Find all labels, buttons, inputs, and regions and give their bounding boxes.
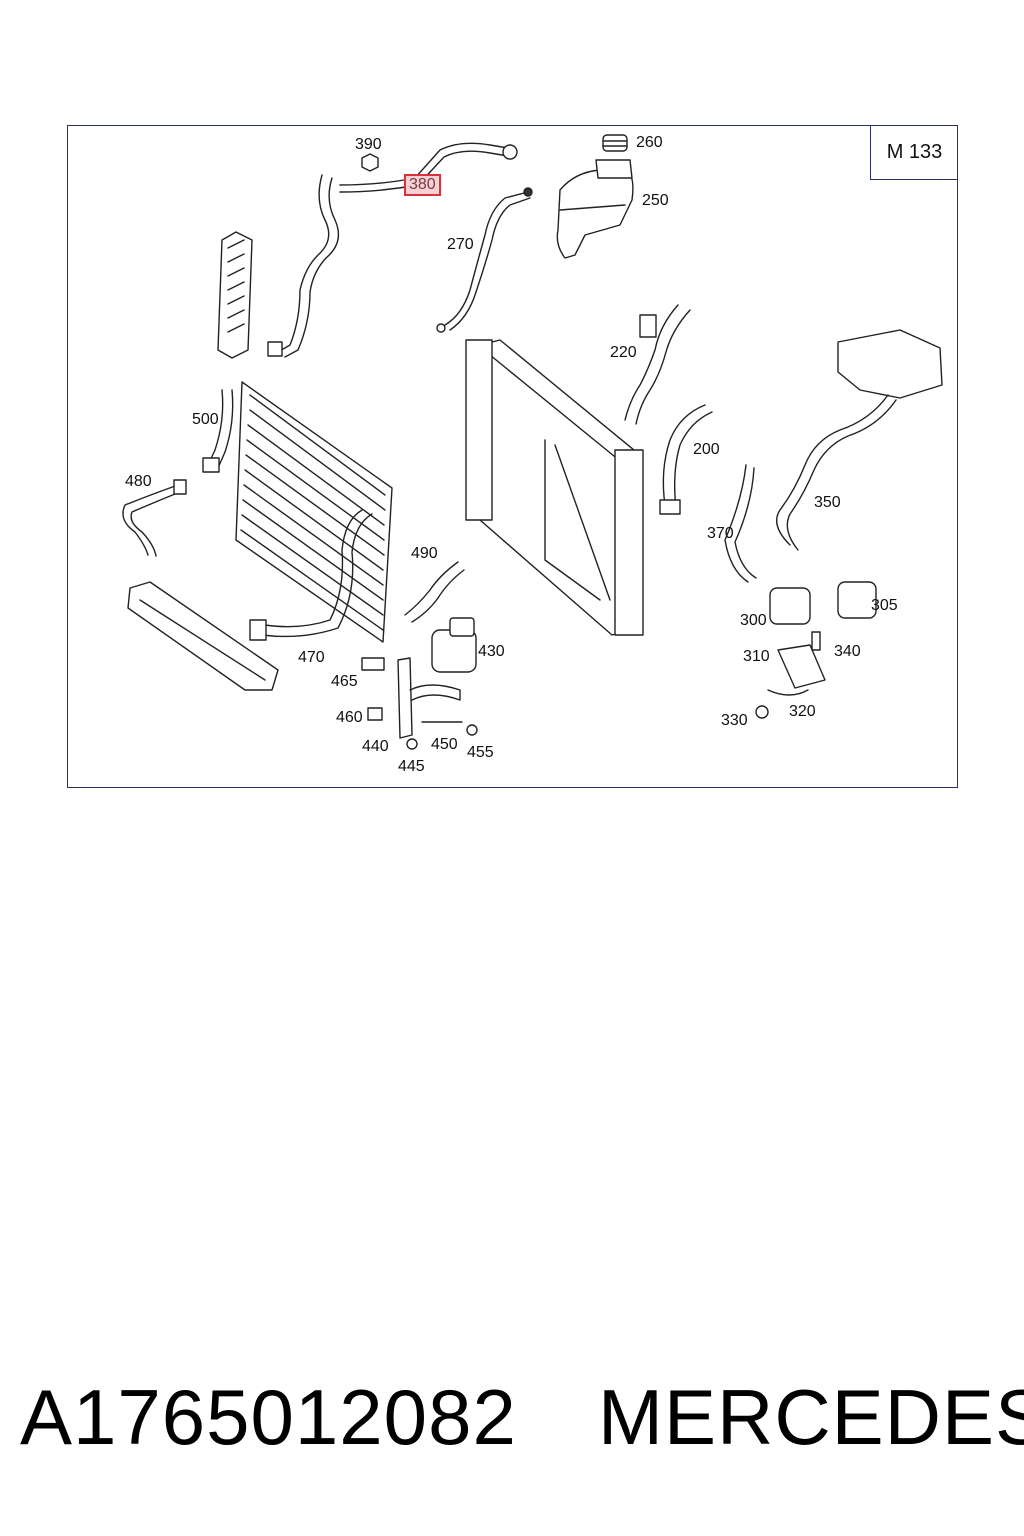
callout-455: 455 bbox=[467, 744, 494, 761]
callout-310: 310 bbox=[743, 648, 770, 665]
callout-350: 350 bbox=[814, 494, 841, 511]
callout-470: 470 bbox=[298, 649, 325, 666]
callout-380-highlighted[interactable]: 380 bbox=[404, 174, 441, 196]
pump-300 bbox=[769, 587, 811, 625]
callout-430: 430 bbox=[478, 643, 505, 660]
callout-490: 490 bbox=[411, 545, 438, 562]
hose-470 bbox=[249, 509, 373, 641]
callout-450: 450 bbox=[431, 736, 458, 753]
hose-200 bbox=[659, 404, 713, 515]
hose-350 bbox=[776, 394, 897, 551]
callout-370: 370 bbox=[707, 525, 734, 542]
parts-illustration bbox=[122, 134, 943, 750]
small-fasteners bbox=[361, 657, 478, 750]
hose-490 bbox=[404, 561, 465, 623]
hose-480 bbox=[122, 479, 187, 557]
callout-330: 330 bbox=[721, 712, 748, 729]
radiator bbox=[465, 339, 644, 636]
callout-340: 340 bbox=[834, 643, 861, 660]
clip-390 bbox=[361, 153, 379, 172]
cap-260 bbox=[602, 134, 628, 152]
callout-500: 500 bbox=[192, 411, 219, 428]
expansion-tank-250 bbox=[556, 159, 634, 259]
hose-220 bbox=[624, 304, 691, 425]
pump-305 bbox=[837, 581, 877, 619]
model-label: M 133 bbox=[870, 125, 958, 180]
condenser bbox=[235, 381, 393, 643]
callout-200: 200 bbox=[693, 441, 720, 458]
callout-460: 460 bbox=[336, 709, 363, 726]
callout-445: 445 bbox=[398, 758, 425, 775]
bracket-440 bbox=[397, 657, 461, 739]
callout-440: 440 bbox=[362, 738, 389, 755]
brand-name: MERCEDES bbox=[598, 1373, 1024, 1461]
callout-320: 320 bbox=[789, 703, 816, 720]
hose-380 bbox=[267, 142, 518, 358]
callout-220: 220 bbox=[610, 344, 637, 361]
hose-500 bbox=[202, 389, 234, 473]
callout-465: 465 bbox=[331, 673, 358, 690]
caption: A1765012082 MERCEDES bbox=[20, 1372, 1024, 1462]
part-number: A1765012082 bbox=[20, 1373, 517, 1461]
callout-305: 305 bbox=[871, 597, 898, 614]
callout-270: 270 bbox=[447, 236, 474, 253]
thermostat-housing bbox=[837, 329, 943, 399]
bracket-310 bbox=[755, 631, 826, 719]
vent-line-270 bbox=[436, 187, 533, 333]
diagram-frame bbox=[67, 125, 958, 788]
callout-390: 390 bbox=[355, 136, 382, 153]
callout-260: 260 bbox=[636, 134, 663, 151]
pump-430 bbox=[431, 617, 477, 673]
hose-370 bbox=[724, 464, 757, 583]
charge-air-cooler bbox=[127, 581, 279, 691]
callout-300: 300 bbox=[740, 612, 767, 629]
callout-250: 250 bbox=[642, 192, 669, 209]
callout-480: 480 bbox=[125, 473, 152, 490]
auxiliary-cooler bbox=[217, 231, 253, 359]
